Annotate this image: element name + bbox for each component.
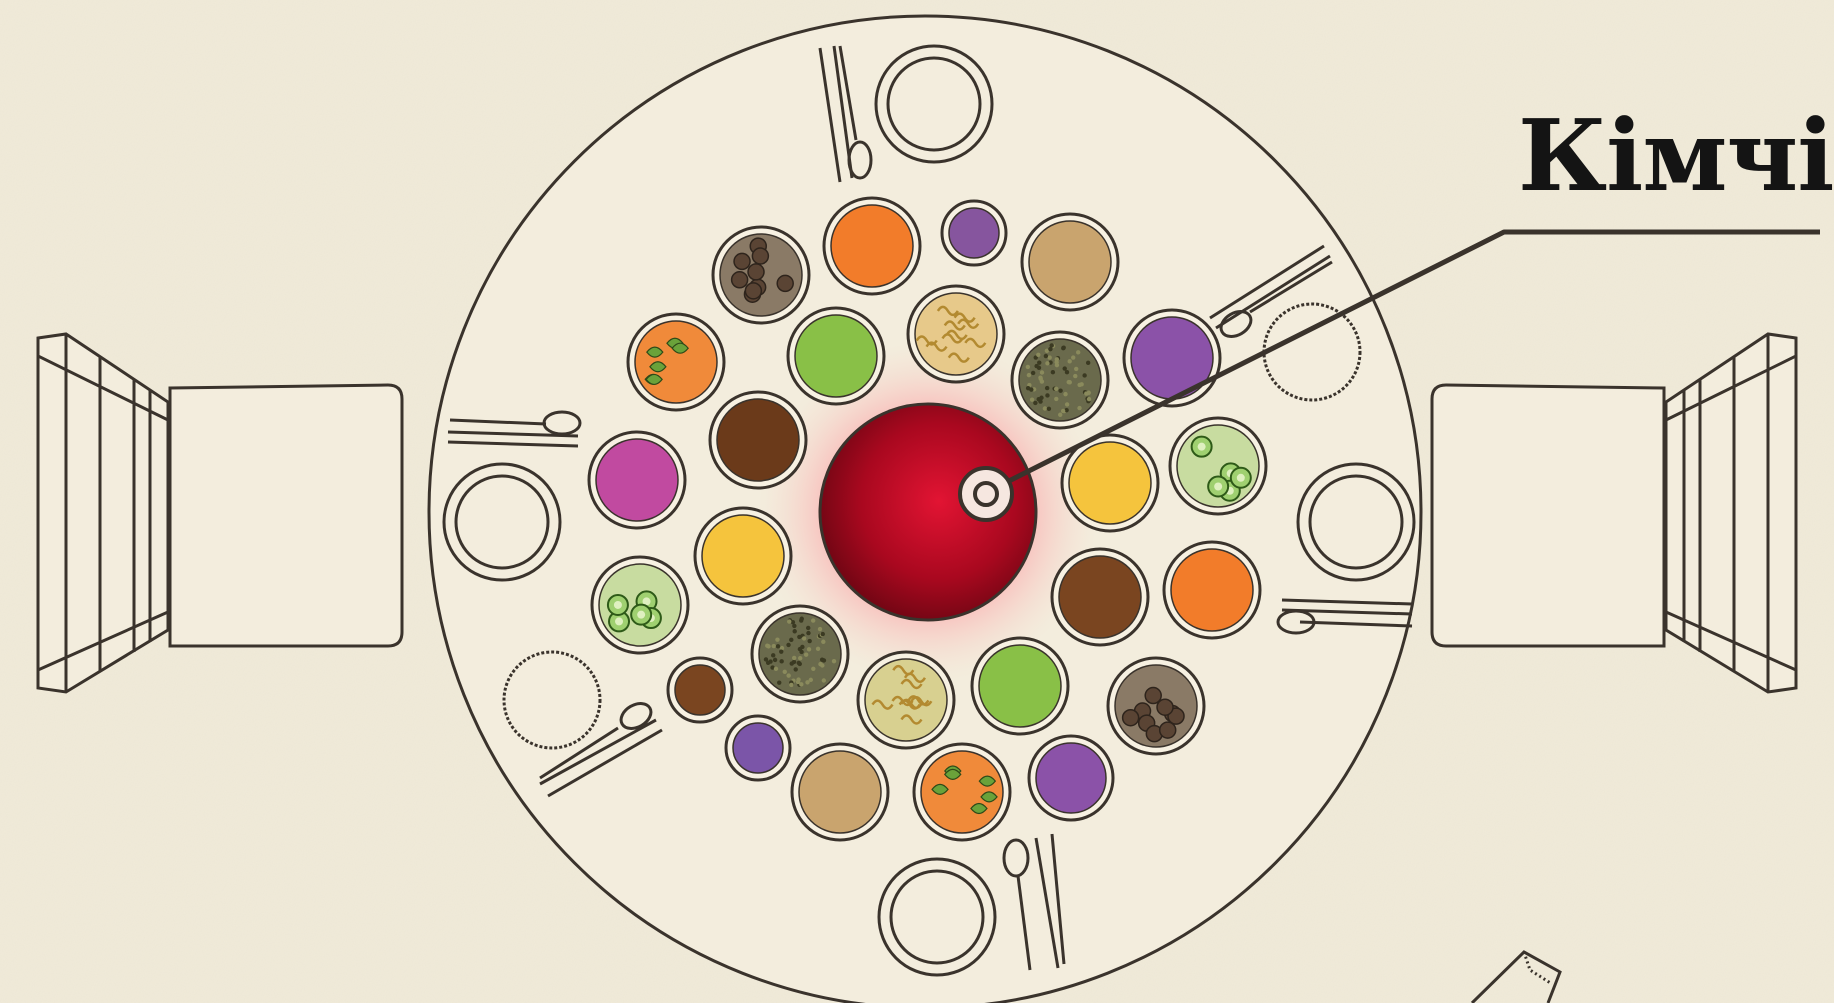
purple-dish (1029, 736, 1113, 820)
chair-right (1432, 334, 1796, 692)
callout-marker-inner (975, 483, 997, 505)
chair-left (38, 334, 402, 692)
brown-sauce-dish (1052, 549, 1148, 645)
carrot-salad-dish (628, 314, 724, 410)
carrot-salad-dish (914, 744, 1010, 840)
seeds-dish (752, 606, 848, 702)
seeds-dish (1012, 332, 1108, 428)
mushroom-dish (1108, 658, 1204, 754)
brown-sauce-dish (668, 658, 732, 722)
mushroom-dish (713, 227, 809, 323)
cucumber-salad-dish (1170, 418, 1266, 514)
purple-dish (942, 201, 1006, 265)
tan-soup-dish (792, 744, 888, 840)
purple-soup-dish (1124, 310, 1220, 406)
purple-dish (726, 716, 790, 780)
beet-salad-dish (589, 432, 685, 528)
cucumber-salad-dish (592, 557, 688, 653)
green-soup-dish (972, 638, 1068, 734)
orange-soup-dish (824, 198, 920, 294)
noodle-dish (908, 286, 1004, 382)
brown-sauce-dish (710, 392, 806, 488)
tan-soup-dish (1022, 214, 1118, 310)
noodle-dish (858, 652, 954, 748)
orange-soup-dish (1164, 542, 1260, 638)
green-soup-dish (788, 308, 884, 404)
yellow-soup-dish (695, 508, 791, 604)
dish-label: Кімчі (1518, 108, 1833, 206)
